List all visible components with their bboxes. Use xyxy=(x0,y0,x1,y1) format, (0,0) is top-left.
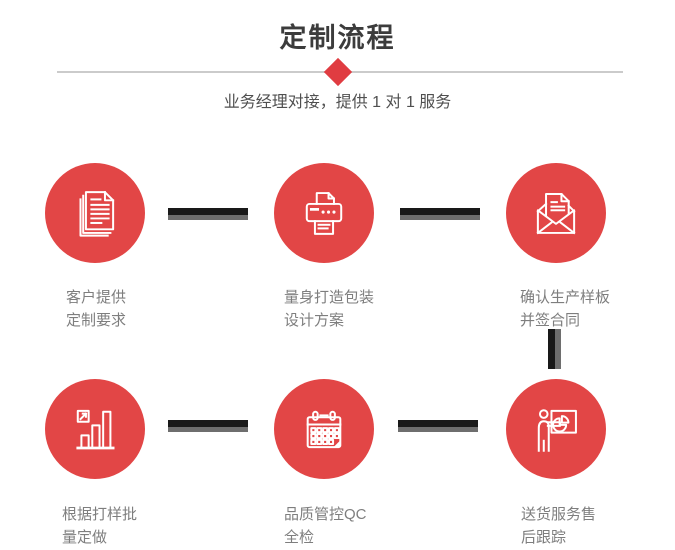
calendar-icon xyxy=(306,410,342,449)
presenter-icon xyxy=(537,409,577,452)
step-label-6: 送货服务售 后跟踪 xyxy=(521,503,596,549)
step-label-4: 根据打样批 量定做 xyxy=(62,503,137,549)
step-label-line: 设计方案 xyxy=(284,312,345,329)
step-label-line: 量身打造包装 xyxy=(284,289,375,306)
step-circle-3 xyxy=(506,163,606,263)
step-label-line: 全检 xyxy=(284,529,315,546)
step-label-line: 并签合同 xyxy=(520,312,581,329)
step-label-line: 品质管控QC xyxy=(284,506,367,523)
documents-icon xyxy=(79,191,115,237)
bar-chart-icon xyxy=(76,409,115,450)
connector-horizontal xyxy=(400,208,480,220)
step-label-line: 定制要求 xyxy=(66,312,127,329)
connector-vertical xyxy=(548,329,561,369)
step-label-1: 客户提供 定制要求 xyxy=(66,286,126,332)
step-label-line: 送货服务售 xyxy=(521,506,597,523)
connector-horizontal xyxy=(398,420,478,432)
printer-icon xyxy=(305,192,343,235)
step-label-line: 后跟踪 xyxy=(521,529,567,546)
connector-horizontal xyxy=(168,420,248,432)
step-circle-4 xyxy=(45,379,145,479)
diamond-icon xyxy=(323,57,353,87)
connector-horizontal xyxy=(168,208,248,220)
step-label-line: 根据打样批 xyxy=(62,506,138,523)
step-circle-2 xyxy=(274,163,374,263)
step-circle-1 xyxy=(45,163,145,263)
step-circle-6 xyxy=(506,379,606,479)
step-label-line: 客户提供 xyxy=(66,289,127,306)
step-label-5: 品质管控QC 全检 xyxy=(284,503,367,549)
step-label-line: 量定做 xyxy=(62,529,108,546)
step-circle-5 xyxy=(274,379,374,479)
envelope-icon xyxy=(536,192,576,235)
step-label-line: 确认生产样板 xyxy=(520,289,611,306)
step-label-2: 量身打造包装 设计方案 xyxy=(284,286,374,332)
subtitle: 业务经理对接，提供 1 对 1 服务 xyxy=(223,94,452,111)
step-label-3: 确认生产样板 并签合同 xyxy=(520,286,610,332)
page-title: 定制流程 xyxy=(279,23,396,53)
